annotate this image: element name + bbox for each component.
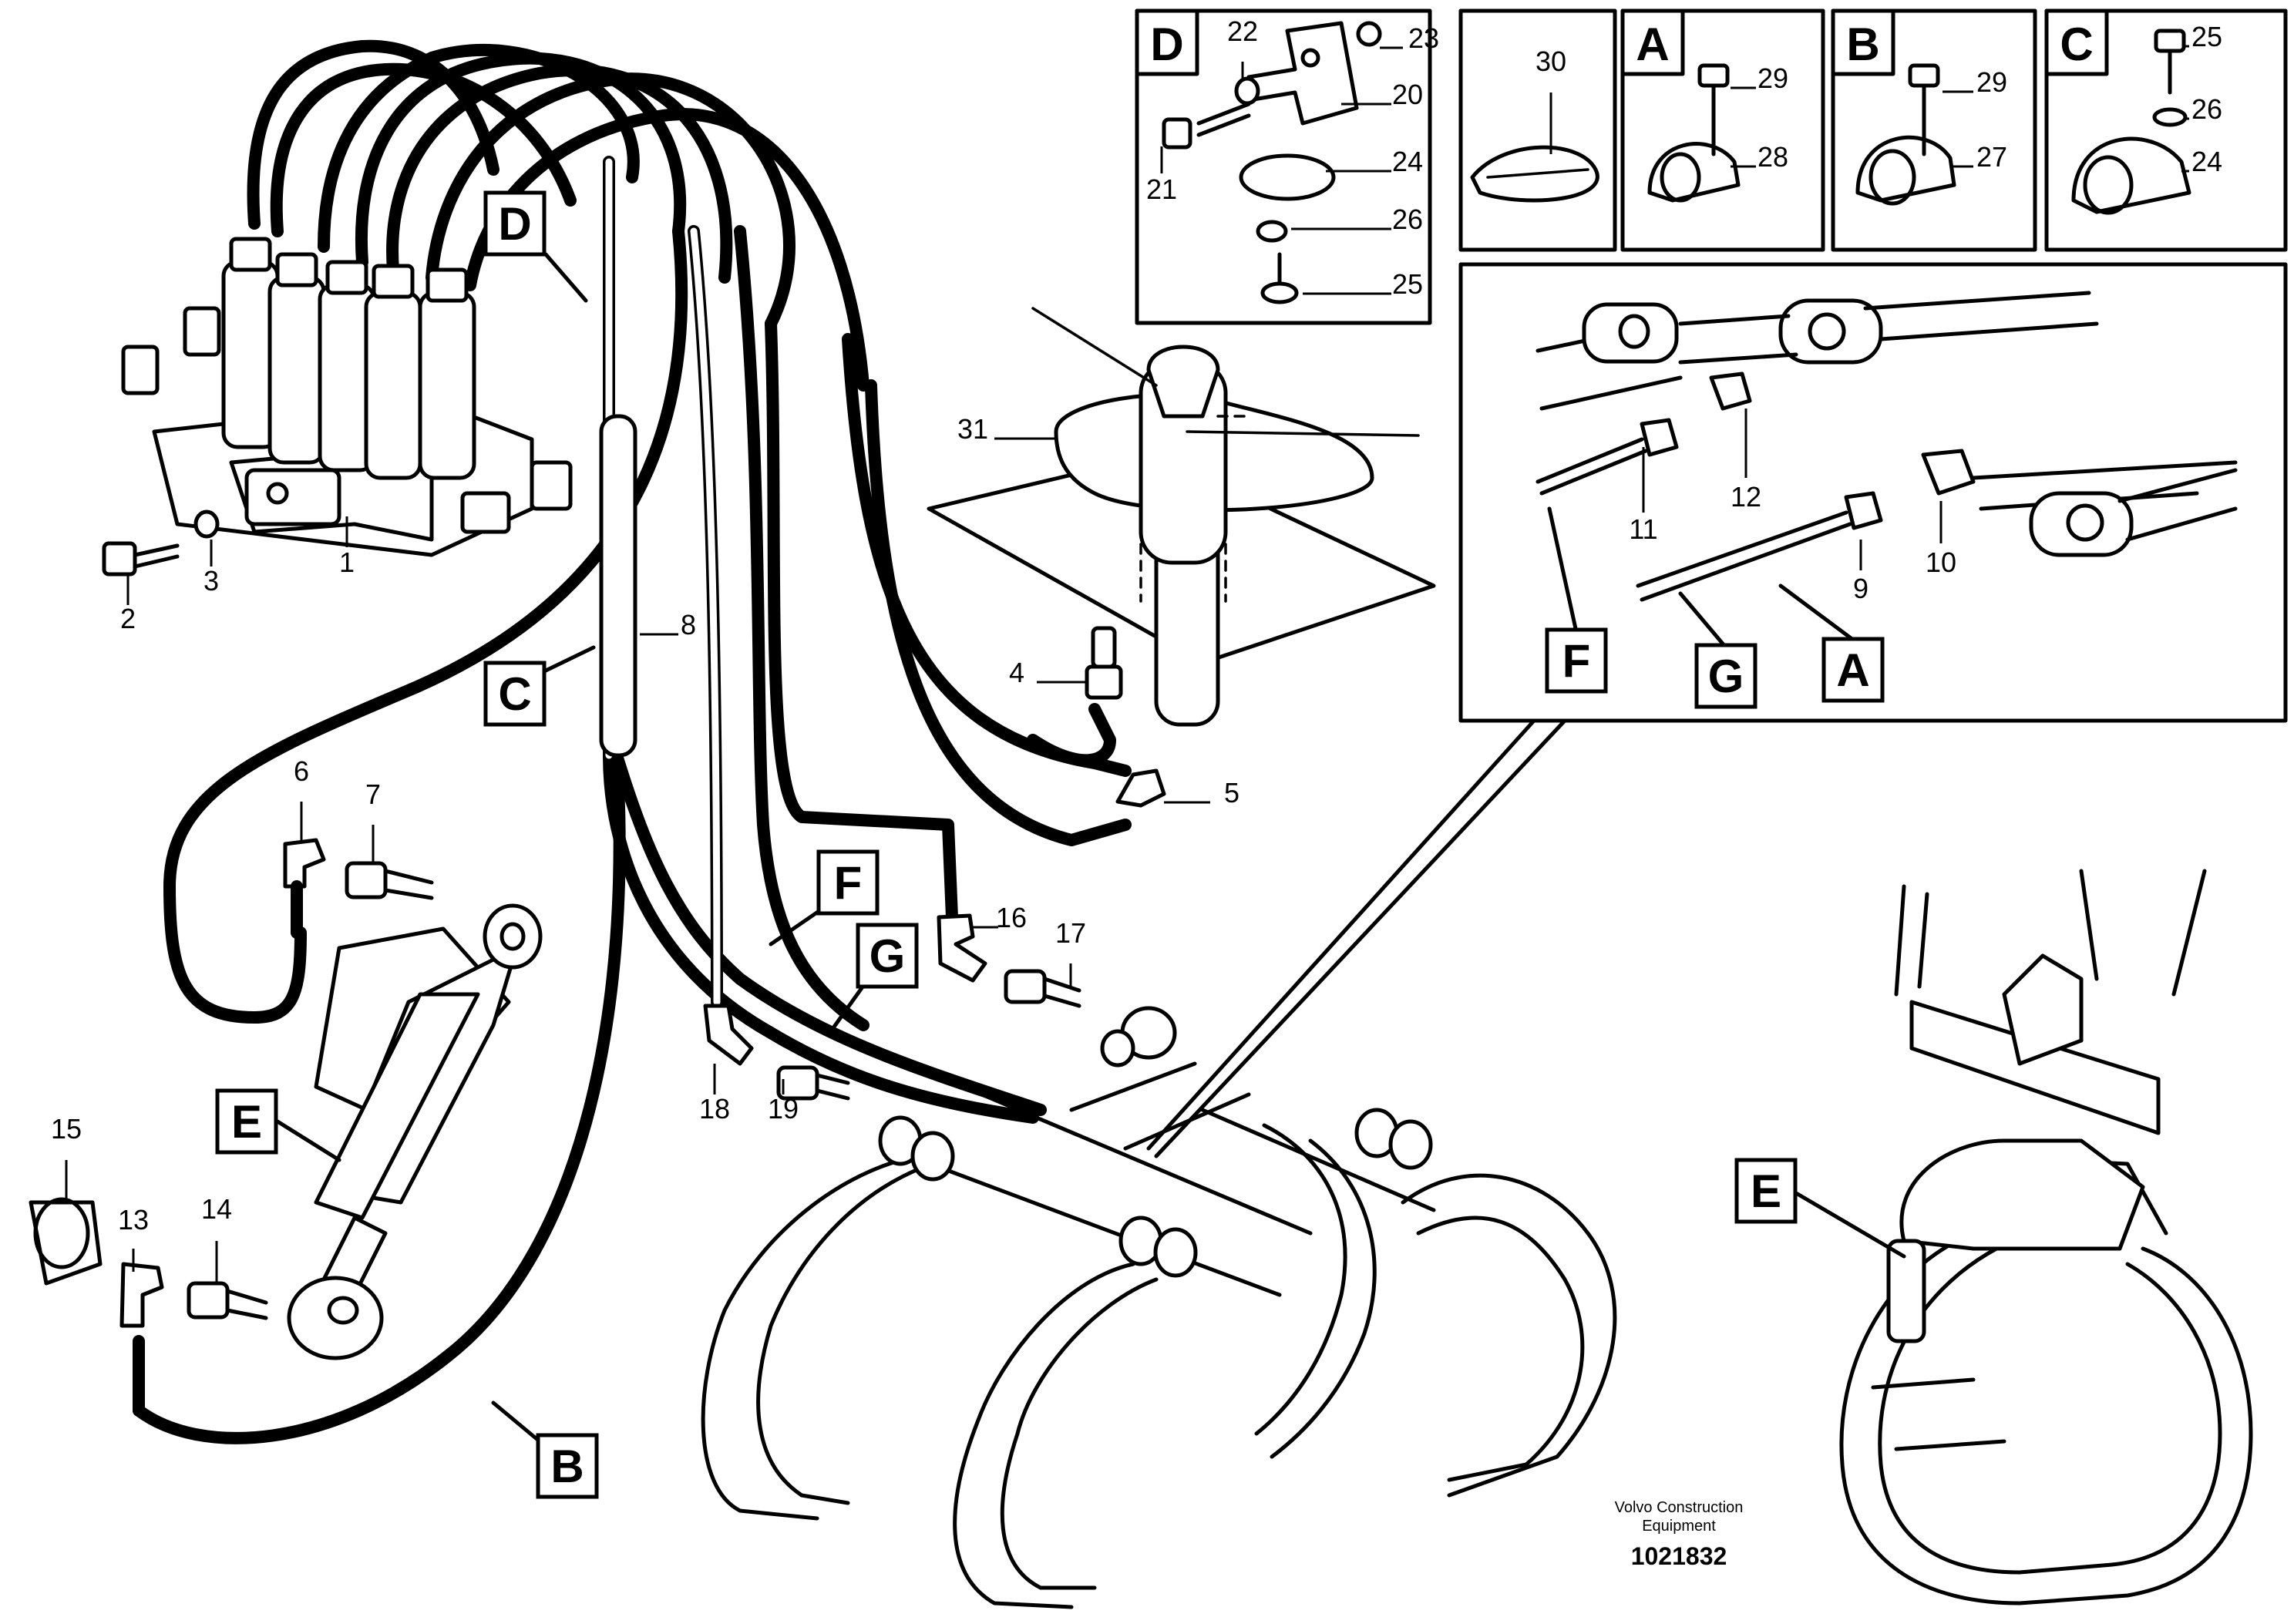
drawing-number: 1021832 xyxy=(1631,1542,1727,1570)
callout-c25b: 25 xyxy=(2191,21,2222,52)
callout-c12: 12 xyxy=(1731,481,1761,513)
callout-c19: 19 xyxy=(768,1093,799,1125)
callout-c13: 13 xyxy=(118,1204,149,1236)
callout-c8: 8 xyxy=(681,609,696,641)
callout-c25a: 25 xyxy=(1392,268,1423,300)
callout-c20: 20 xyxy=(1392,79,1423,110)
hydraulic-cylinder xyxy=(287,903,543,1360)
letter-lG1: G xyxy=(870,930,906,982)
callout-c6: 6 xyxy=(294,755,309,787)
letter-pointers xyxy=(275,252,1906,1444)
letter-lE1: E xyxy=(231,1096,262,1148)
callout-c24a: 24 xyxy=(1392,146,1423,177)
callout-c5: 5 xyxy=(1224,777,1240,809)
callout-c24b: 24 xyxy=(2191,146,2222,177)
callout-c16: 16 xyxy=(996,902,1027,933)
callout-c9: 9 xyxy=(1853,573,1868,604)
callout-c31: 31 xyxy=(957,413,988,445)
letter-lAi: A xyxy=(1836,644,1869,696)
letter-lGi: G xyxy=(1708,651,1744,702)
fittings-mid xyxy=(1085,626,1166,808)
callout-c14: 14 xyxy=(201,1193,232,1225)
letter-box-lAi: A xyxy=(1821,637,1885,703)
panel-letter-d: D xyxy=(1150,18,1183,70)
letter-box-lFi: F xyxy=(1545,627,1608,694)
detail-panel-a xyxy=(1620,8,1825,252)
letter-lC1: C xyxy=(498,668,531,720)
detail-leaders xyxy=(1146,718,1567,1158)
callout-c4: 4 xyxy=(1009,657,1024,688)
letter-box-lD1: D xyxy=(483,190,547,257)
letter-box-lGi: G xyxy=(1694,643,1758,709)
letter-box-lE2: E xyxy=(1734,1158,1798,1224)
callout-c2: 2 xyxy=(120,603,136,634)
letter-box-lG1: G xyxy=(856,923,919,989)
callout-c22: 22 xyxy=(1227,15,1258,47)
detail-panel-cable-tie xyxy=(1458,8,1617,252)
callout-c18: 18 xyxy=(699,1093,730,1125)
letter-lFi: F xyxy=(1562,635,1591,687)
letter-lE2: E xyxy=(1751,1165,1781,1217)
callout-c21: 21 xyxy=(1146,173,1177,205)
valve-block xyxy=(121,237,573,557)
detail-panel-c xyxy=(2044,8,2288,252)
letter-box-lC1: C xyxy=(483,661,547,727)
callout-c23: 23 xyxy=(1408,22,1439,54)
panel-letter-b: B xyxy=(1846,18,1879,70)
letter-lD1: D xyxy=(498,198,531,250)
fittings-grapple xyxy=(703,913,1081,1101)
callout-c11: 11 xyxy=(1629,513,1657,545)
callout-c17: 17 xyxy=(1055,917,1086,949)
fittings-lower xyxy=(29,1197,268,1328)
letter-box-lF1: F xyxy=(816,849,880,916)
callout-c15: 15 xyxy=(51,1113,82,1145)
letter-box-lB1: B xyxy=(536,1433,599,1499)
drawing-credit: Volvo Construction Equipment 1021832 xyxy=(1615,1499,1744,1570)
fittings-upper xyxy=(283,838,434,939)
credit-line-2: Equipment xyxy=(1642,1518,1716,1535)
callout-c29b: 29 xyxy=(1976,66,2007,98)
callout-c29a: 29 xyxy=(1758,62,1788,94)
callout-c28: 28 xyxy=(1758,141,1788,173)
callout-c26a: 26 xyxy=(1392,203,1423,235)
callout-c26b: 26 xyxy=(2191,93,2222,125)
callout-c30: 30 xyxy=(1536,45,1566,77)
callout-c3: 3 xyxy=(204,565,219,597)
detail-panel-hose-connection xyxy=(1458,262,2288,723)
letter-lB1: B xyxy=(550,1441,584,1492)
detail-panel-d xyxy=(1135,8,1432,325)
detail-panel-letters: D A B C xyxy=(1150,18,2093,70)
letter-lF1: F xyxy=(834,857,863,909)
detail-panel-b xyxy=(1831,8,2037,252)
callout-leaders xyxy=(65,45,2189,1283)
hose-bundle xyxy=(133,39,1132,1444)
callout-c10: 10 xyxy=(1926,546,1956,578)
callout-c1: 1 xyxy=(339,546,355,578)
callout-c7: 7 xyxy=(365,778,381,810)
letter-box-lE1: E xyxy=(215,1088,278,1155)
rotator-plate xyxy=(927,307,1436,727)
callout-c27: 27 xyxy=(1976,141,2007,173)
panel-letter-c: C xyxy=(2060,18,2093,70)
grapple-assembly-view xyxy=(1839,869,2253,1606)
bolt-and-washer xyxy=(102,509,220,577)
panel-letter-a: A xyxy=(1636,18,1669,70)
credit-line-1: Volvo Construction xyxy=(1615,1499,1744,1516)
